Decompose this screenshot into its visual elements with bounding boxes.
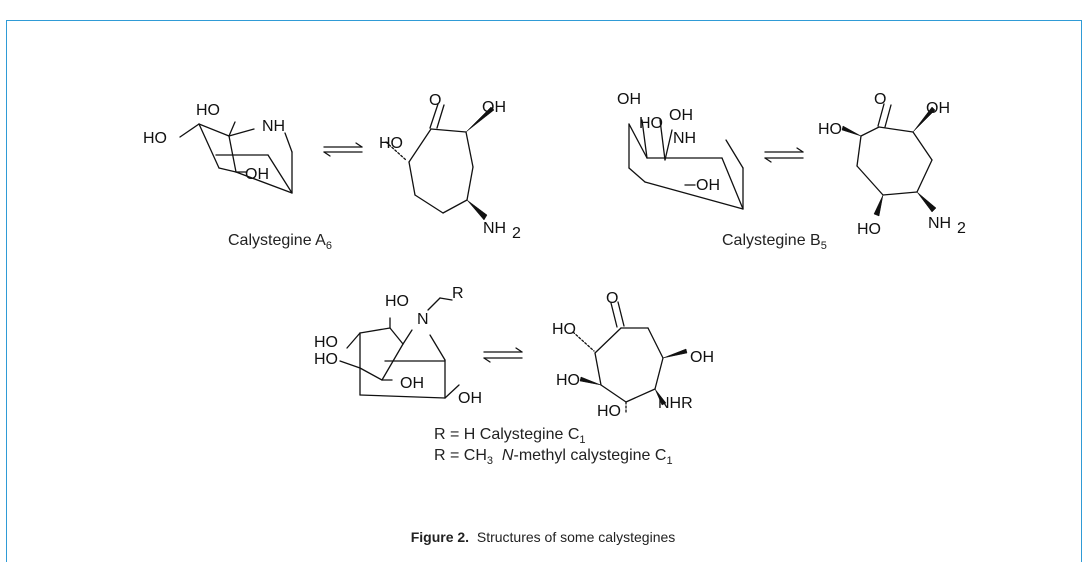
atom-ho: HO [552, 321, 576, 338]
label-c1-methyl: R = CH3 N-methyl calystegine C1 [434, 447, 673, 468]
label-c1-h: R = H Calystegine C1 [434, 426, 586, 447]
figure-border [6, 20, 1082, 562]
calystegine-b5-bicyclic: OH HO OH NH OH [617, 91, 744, 210]
atom-nh2: NH [928, 215, 951, 232]
atom-ho: HO [597, 403, 621, 420]
calystegine-b5-open: O OH HO HO NH 2 [818, 91, 966, 238]
calystegine-a6-open: O OH HO NH 2 [379, 92, 521, 242]
equilibrium-arrow [323, 142, 363, 157]
figure-caption: Figure 2. Structures of some calystegine… [410, 529, 676, 545]
atom-nh2: NH [483, 220, 506, 237]
atom-oh: OH [245, 166, 269, 183]
atom-oh: OH [482, 99, 506, 116]
atom-nh: NH [262, 118, 285, 135]
equilibrium-arrow [483, 347, 523, 363]
atom-oh: OH [669, 107, 693, 124]
atom-ho: HO [818, 121, 842, 138]
atom-ho: HO [314, 334, 338, 351]
atom-oh: OH [926, 100, 950, 117]
atom-oh: OH [458, 390, 482, 407]
atom-nhr: NHR [658, 395, 693, 412]
atom-ho: HO [143, 130, 167, 147]
calystegine-c1-open: O HO OH HO HO NHR [552, 290, 714, 420]
atom-r: R [452, 285, 464, 302]
atom-oh: OH [690, 349, 714, 366]
atom-nh2-sub: 2 [957, 220, 966, 237]
calystegine-c1-bicyclic: HO N R HO HO OH OH [314, 285, 482, 407]
atom-ho: HO [314, 351, 338, 368]
atom-oh: OH [696, 177, 720, 194]
atom-ho: HO [639, 115, 663, 132]
atom-o: O [874, 91, 886, 108]
atom-oh: OH [617, 91, 641, 108]
atom-n: N [417, 311, 429, 328]
atom-o: O [606, 290, 618, 307]
compound-label-b5: Calystegine B5 [722, 232, 827, 253]
compound-label-a6: Calystegine A6 [228, 232, 332, 253]
atom-nh: NH [673, 130, 696, 147]
atom-nh2-sub: 2 [512, 225, 521, 242]
atom-oh: OH [400, 375, 424, 392]
atom-ho: HO [556, 372, 580, 389]
atom-ho: HO [385, 293, 409, 310]
calystegine-a6-bicyclic: HO HO NH OH [143, 102, 293, 194]
atom-ho: HO [857, 221, 881, 238]
atom-o: O [429, 92, 441, 109]
atom-ho: HO [196, 102, 220, 119]
equilibrium-arrow [764, 147, 804, 163]
atom-ho: HO [379, 135, 403, 152]
